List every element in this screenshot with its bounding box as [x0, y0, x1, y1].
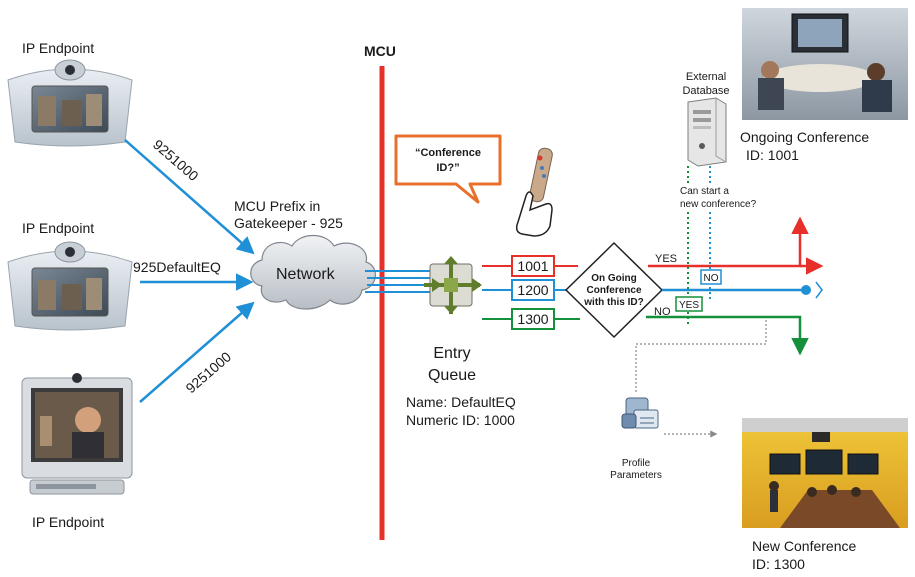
- db-no-label: NO: [704, 273, 719, 284]
- database-server-icon: [687, 97, 727, 167]
- pointing-hand-icon: [515, 191, 553, 237]
- no-path-green: [646, 315, 809, 356]
- decision-line-1: On Going: [591, 273, 637, 284]
- blue-path-endpoint: [801, 285, 811, 295]
- endpoint-3-device: [21, 373, 133, 495]
- endpoint-2-device: [7, 241, 133, 331]
- entry-queue-numeric-id: Numeric ID: 1000: [406, 412, 515, 428]
- network-cloud-icon: [250, 234, 376, 310]
- prompt-line-2: ID?”: [436, 162, 459, 174]
- ongoing-conference-line-2: ID: 1001: [746, 147, 799, 163]
- entry-queue-title-1: Entry: [433, 345, 470, 362]
- mcu-label: MCU: [364, 43, 396, 59]
- entry-queue-name: Name: DefaultEQ: [406, 394, 516, 410]
- entry-queue-title-2: Queue: [428, 367, 476, 384]
- decision-line-2: Conference: [586, 285, 641, 296]
- profile-line-1: Profile: [622, 458, 651, 469]
- conference-id-prompt-bubble: [394, 134, 502, 204]
- dial-string-3: 9251000: [182, 348, 234, 396]
- dial-string-1: 9251000: [150, 136, 202, 184]
- external-db-line-2: Database: [682, 85, 729, 97]
- db-no-box: NO: [700, 269, 722, 285]
- profile-parameters-icon: [621, 397, 659, 429]
- profile-line-2: Parameters: [610, 470, 662, 481]
- endpoint-2-label: IP Endpoint: [22, 220, 94, 236]
- new-conference-photo: [742, 418, 908, 528]
- db-yes-box: YES: [675, 296, 703, 312]
- decision-diamond: [564, 241, 664, 339]
- endpoint-1-label: IP Endpoint: [22, 40, 94, 56]
- blue-path-chevron: [815, 281, 823, 299]
- yes-label-top: YES: [655, 253, 677, 265]
- remote-control-icon: [529, 147, 553, 203]
- db-yes-label: YES: [679, 300, 699, 311]
- id-box-1200: 1200: [511, 279, 555, 301]
- network-label: Network: [276, 266, 336, 283]
- endpoint-3-label: IP Endpoint: [32, 514, 104, 530]
- id-1300-label: 1300: [517, 311, 548, 327]
- network-to-queue-lines: [365, 270, 432, 293]
- dial-arrow-1: [124, 139, 255, 255]
- id-1001-label: 1001: [517, 258, 548, 274]
- profile-connector: [635, 320, 767, 392]
- ongoing-conference-photo: [742, 8, 908, 120]
- decision-line-3: with this ID?: [583, 297, 643, 308]
- new-conference-line-2: ID: 1300: [752, 556, 805, 572]
- id-box-1300: 1300: [511, 308, 555, 330]
- db-question-line-2: new conference?: [680, 199, 757, 210]
- id-1200-label: 1200: [517, 282, 548, 298]
- no-label-bottom: NO: [654, 306, 671, 318]
- id-box-1001: 1001: [511, 255, 555, 277]
- db-question-line-1: Can start a: [680, 186, 729, 197]
- new-conference-line-1: New Conference: [752, 538, 856, 554]
- prompt-line-1: “Conference: [415, 147, 481, 159]
- gatekeeper-line-1: MCU Prefix in: [234, 198, 320, 214]
- gatekeeper-line-2: Gatekeeper - 925: [234, 215, 343, 231]
- dial-string-2: 925DefaultEQ: [133, 259, 221, 275]
- dial-arrow-3: [139, 301, 255, 403]
- external-db-line-1: External: [686, 71, 726, 83]
- ongoing-conference-line-1: Ongoing Conference: [740, 129, 869, 145]
- entry-queue-icon: [424, 256, 482, 314]
- endpoint-1-device: [7, 59, 133, 147]
